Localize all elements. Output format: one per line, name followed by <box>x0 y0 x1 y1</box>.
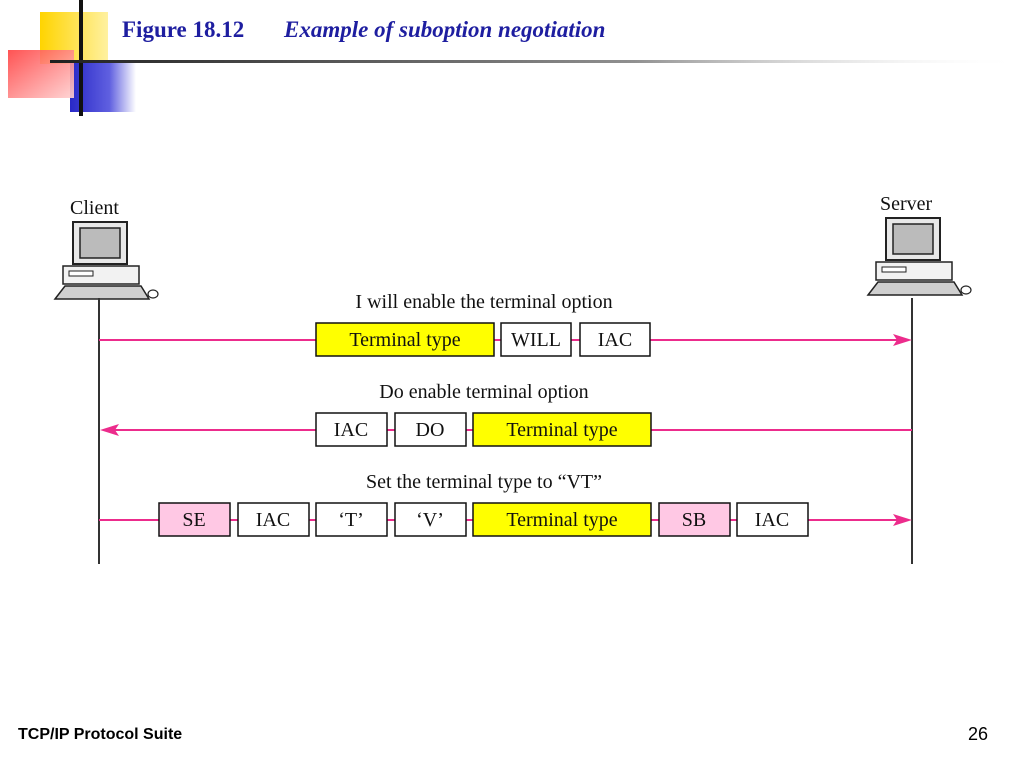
field-box <box>315 322 495 357</box>
title-bar <box>0 0 1024 120</box>
field-box <box>736 502 809 537</box>
field-text: Terminal type <box>506 419 617 441</box>
field-text: IAC <box>256 509 290 531</box>
message-label: Do enable terminal option <box>379 381 588 403</box>
deco-red-square <box>8 50 74 98</box>
field-box <box>394 502 467 537</box>
field-text: Terminal type <box>349 329 460 351</box>
field-text: IAC <box>334 419 368 441</box>
message-label: Set the terminal type to “VT” <box>366 471 602 493</box>
field-text: DO <box>416 419 445 441</box>
field-box <box>394 412 467 447</box>
message-will: I will enable the terminal option Termin… <box>99 291 912 357</box>
field-text: Terminal type <box>506 509 617 531</box>
header-decoration <box>8 0 1024 116</box>
field-box <box>315 412 388 447</box>
server-label: Server <box>880 193 933 215</box>
figure-label: Figure 18.12 <box>122 17 245 42</box>
message-do: Do enable terminal option IAC DO Termina… <box>100 381 912 447</box>
field-text: WILL <box>511 329 561 351</box>
field-box <box>472 502 652 537</box>
field-box <box>579 322 651 357</box>
field-box <box>472 412 652 447</box>
server-computer-icon <box>866 217 972 296</box>
client-label: Client <box>70 197 119 219</box>
page-number: 26 <box>968 724 989 744</box>
field-text: SE <box>182 509 205 531</box>
footer-book-title: TCP/IP Protocol Suite <box>18 726 183 743</box>
field-box <box>500 322 572 357</box>
message-label: I will enable the terminal option <box>355 291 612 313</box>
arrowhead-right <box>893 514 912 526</box>
arrowhead-right <box>893 334 912 346</box>
client-computer-icon <box>53 221 159 300</box>
figure-caption: Example of suboption negotiation <box>284 17 606 42</box>
message-sb: Set the terminal type to “VT” SE IAC ‘T’… <box>99 471 912 537</box>
field-text: ‘V’ <box>416 509 444 531</box>
field-box <box>315 502 388 537</box>
deco-vertical-line <box>79 0 83 116</box>
field-text: ‘T’ <box>338 509 364 531</box>
deco-horizontal-line <box>50 60 1024 63</box>
field-box <box>237 502 310 537</box>
arrowhead-left <box>100 424 119 436</box>
field-text: IAC <box>598 329 632 351</box>
field-box <box>158 502 231 537</box>
field-box <box>658 502 731 537</box>
field-text: IAC <box>755 509 789 531</box>
field-text: SB <box>682 509 706 531</box>
